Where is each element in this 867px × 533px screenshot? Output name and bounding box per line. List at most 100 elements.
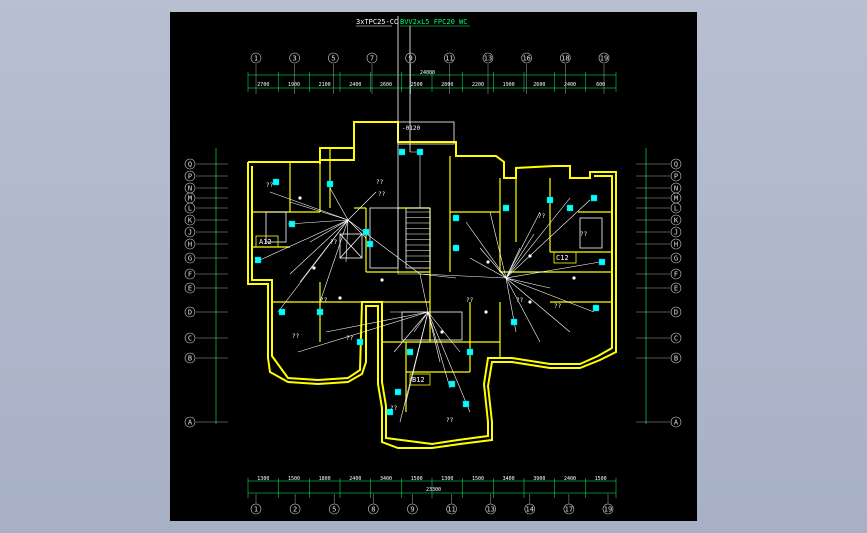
svg-text:9: 9 (410, 505, 414, 513)
bottom-dim-9: 3900 (533, 476, 545, 482)
device-1 (288, 220, 296, 228)
right-axis-Q: Q (670, 158, 682, 170)
svg-text:14: 14 (526, 505, 534, 513)
svg-text:Q: Q (188, 160, 192, 168)
wire-9 (329, 187, 349, 221)
svg-text:H: H (674, 240, 678, 248)
bottom-dim-5: 1500 (411, 476, 423, 482)
svg-text:5: 5 (332, 505, 336, 513)
svg-text:17: 17 (565, 505, 573, 513)
room-label-5: ?? (346, 335, 354, 342)
riser-label: -0120 (402, 125, 420, 132)
left-axis-H: H (184, 238, 196, 250)
outlet-1 (312, 266, 316, 270)
wiring (259, 151, 601, 423)
wire-18 (419, 273, 457, 279)
bottom-axis-13: 13 (485, 503, 496, 515)
right-axis-G: G (670, 252, 682, 264)
device-10 (502, 204, 510, 212)
right-axis-A: A (670, 416, 682, 428)
svg-text:1: 1 (254, 505, 258, 513)
right-axis-K: K (670, 214, 682, 226)
svg-text:13: 13 (486, 505, 494, 513)
svg-text:E: E (674, 284, 678, 292)
wire-24 (505, 199, 591, 279)
bottom-dim-6: 1300 (441, 476, 453, 482)
svg-text:H: H (188, 240, 192, 248)
device-17 (466, 348, 474, 356)
svg-text:A: A (188, 418, 193, 426)
svg-text:F: F (188, 270, 192, 278)
top-dim-7: 2200 (472, 82, 484, 88)
unit-tag-c: C12 (556, 254, 569, 262)
room-label-6: ?? (320, 297, 328, 304)
wire-7 (319, 219, 349, 303)
bottom-dim-1: 1500 (288, 476, 300, 482)
svg-text:2: 2 (293, 505, 297, 513)
svg-text:B: B (188, 354, 192, 362)
left-axis-C: C (184, 332, 196, 344)
device-13 (566, 204, 574, 212)
room-label-10: ?? (446, 417, 454, 424)
wire-34 (427, 311, 451, 389)
left-axis-P: P (184, 170, 196, 182)
outlet-9 (528, 300, 532, 304)
top-axis-19: 19 (598, 52, 610, 64)
wire-21 (505, 233, 535, 279)
device-14 (598, 258, 606, 266)
bottom-dim-4: 3400 (380, 476, 392, 482)
svg-text:D: D (674, 308, 678, 316)
wire-0 (269, 191, 349, 221)
bottom-dim-10: 2400 (564, 476, 576, 482)
svg-text:P: P (188, 172, 192, 180)
outlet-4 (486, 260, 490, 264)
right-axis-C: C (670, 332, 682, 344)
top-dim-2: 2100 (319, 82, 331, 88)
right-axis-L: L (670, 202, 682, 214)
bottom-dim-8: 3400 (503, 476, 515, 482)
device-9 (452, 244, 460, 252)
wire-35 (427, 311, 471, 413)
svg-text:18: 18 (561, 54, 569, 62)
right-axis-E: E (670, 282, 682, 294)
bottom-axis-1: 1 (250, 503, 262, 515)
top-axis-9: 9 (405, 52, 416, 64)
top-dim-3: 2400 (349, 82, 361, 88)
svg-text:J: J (188, 228, 192, 236)
svg-text:G: G (188, 254, 192, 262)
wire-2 (259, 219, 349, 261)
top-axis-3: 3 (289, 52, 300, 64)
top-dim-0: 2700 (257, 82, 269, 88)
wire-17 (469, 257, 507, 279)
device-15 (592, 304, 600, 312)
wire-1 (287, 219, 349, 225)
left-axis-N: N (184, 182, 196, 194)
left-axis-E: E (184, 282, 196, 294)
device-20 (448, 380, 456, 388)
svg-text:K: K (674, 216, 679, 224)
wire-25 (505, 261, 601, 279)
wire-38 (413, 311, 429, 333)
top-dim-4: 2600 (380, 82, 392, 88)
device-23 (356, 338, 364, 346)
left-axis-D: D (184, 306, 196, 318)
room-label-4: ?? (292, 333, 300, 340)
outlet-8 (484, 310, 488, 314)
outlet-5 (528, 254, 532, 258)
device-4 (316, 308, 324, 316)
wire-19 (489, 211, 507, 279)
bottom-axis-11: 11 (446, 503, 457, 515)
bottom-axis-9: 9 (407, 503, 418, 515)
right-axis-D: D (670, 306, 682, 318)
device-3 (278, 308, 286, 316)
top-axis-13: 13 (482, 52, 494, 64)
bottom-dim-7: 1500 (472, 476, 484, 482)
outlet-0 (298, 196, 302, 200)
svg-text:P: P (674, 172, 678, 180)
bottom-axis-8: 8 (368, 503, 379, 515)
outlet-3 (380, 278, 384, 282)
top-dim-1: 1900 (288, 82, 300, 88)
device-18 (406, 348, 414, 356)
top-total-dimension: 24000 (420, 70, 435, 76)
